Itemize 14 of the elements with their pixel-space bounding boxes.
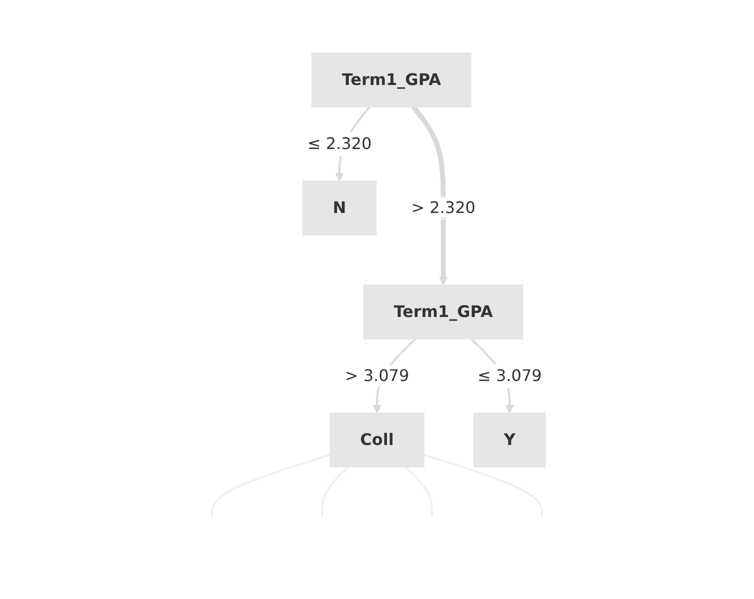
connector <box>321 466 350 516</box>
connector <box>424 453 543 516</box>
node-box: N <box>302 180 377 235</box>
arrow <box>411 104 448 285</box>
node-box: Coll <box>330 412 424 467</box>
edge-label: > 3.079 <box>344 366 410 384</box>
connector <box>404 466 433 516</box>
edge-label: ≤ 2.320 <box>307 134 372 152</box>
node-box: Y <box>473 412 546 467</box>
edge-label: > 2.320 <box>411 198 476 216</box>
edge-label: ≤ 3.079 <box>478 366 542 384</box>
node-box: Term1_GPA <box>363 284 524 339</box>
connector <box>211 453 330 516</box>
node-box: Term1_GPA <box>311 52 472 107</box>
